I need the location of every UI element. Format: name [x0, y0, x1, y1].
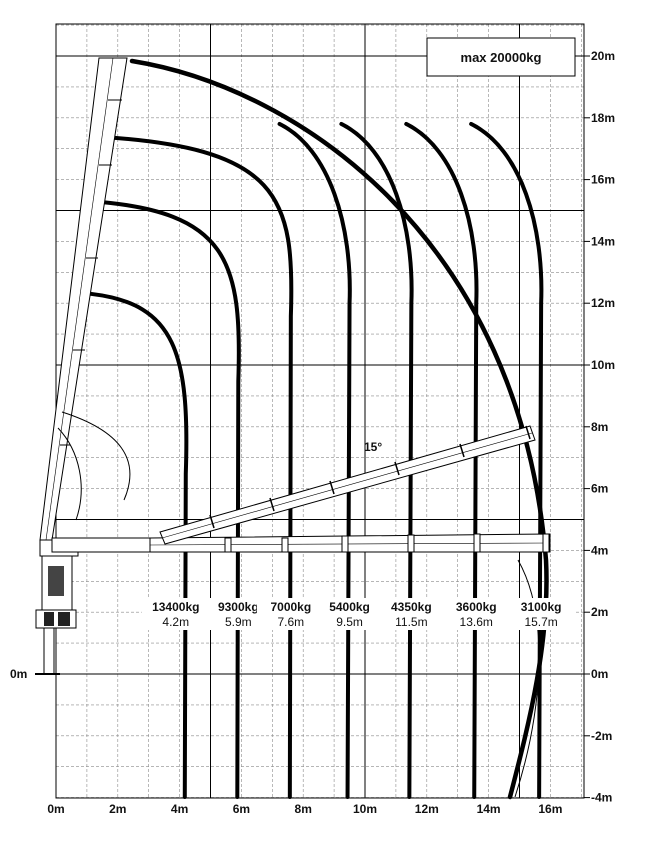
- y-tick-label-left: 0m: [10, 667, 27, 681]
- outer-envelope-curve: [129, 58, 549, 800]
- capacity-reach-label: 7.6m: [277, 615, 304, 629]
- capacity-reach-label: 11.5m: [395, 615, 427, 629]
- capacity-reach-label: 4.2m: [162, 615, 189, 629]
- x-tick-label: 12m: [415, 802, 439, 816]
- x-tick-label: 2m: [109, 802, 126, 816]
- capacity-reach-label: 15.7m: [524, 615, 557, 629]
- x-axis-ticks: 0m 2m 4m 6m 8m 10m 12m 14m 16m: [47, 802, 562, 816]
- capacity-load-label: 9300kg: [218, 600, 259, 614]
- max-load-box: max 20000kg: [426, 37, 576, 77]
- boom-angle-label: 15°: [364, 440, 382, 454]
- capacity-curves: [89, 58, 549, 800]
- capacity-load-label: 13400kg: [152, 600, 199, 614]
- x-tick-label: 0m: [47, 802, 64, 816]
- y-tick-label: -2m: [591, 729, 612, 743]
- y-tick-label: 6m: [591, 482, 608, 496]
- y-tick-label: 16m: [591, 173, 615, 187]
- capacity-curve: [404, 121, 479, 799]
- capacity-curve: [339, 121, 414, 799]
- y-tick-label: -4m: [591, 791, 612, 805]
- angled-boom-icon: [159, 425, 536, 545]
- horizontal-boom-icon: [51, 533, 551, 553]
- capacity-reach-label: 13.6m: [460, 615, 493, 629]
- capacity-curve: [89, 291, 189, 799]
- y-tick-label: 12m: [591, 296, 615, 310]
- capacity-load-label: 3100kg: [521, 600, 562, 614]
- capacity-curve: [89, 134, 294, 799]
- capacity-label-bg: [256, 598, 325, 630]
- x-tick-label: 6m: [233, 802, 250, 816]
- capacity-curve: [89, 199, 241, 799]
- y-tick-label: 4m: [591, 543, 608, 557]
- capacity-label-bg: [377, 598, 446, 630]
- capacity-load-label: 5400kg: [329, 600, 370, 614]
- capacity-label-bg: [442, 598, 511, 630]
- y-tick-label: 0m: [591, 667, 608, 681]
- x-tick-label: 10m: [353, 802, 377, 816]
- capacity-label-bg: [507, 598, 576, 630]
- x-tick-label: 8m: [295, 802, 312, 816]
- capacity-load-label: 7000kg: [270, 600, 311, 614]
- capacity-curve: [469, 121, 544, 799]
- x-tick-label: 14m: [477, 802, 501, 816]
- y-tick-label: 14m: [591, 234, 615, 248]
- capacity-load-label: 3600kg: [456, 600, 497, 614]
- raised-boom-icon: [39, 57, 131, 541]
- max-load-label: max 20000kg: [461, 50, 542, 65]
- capacity-curve: [277, 121, 352, 799]
- x-tick-label: 4m: [171, 802, 188, 816]
- capacity-reach-label: 9.5m: [336, 615, 363, 629]
- capacity-load-label: 4350kg: [391, 600, 432, 614]
- capacity-reach-label: 5.9m: [225, 615, 252, 629]
- capacity-label-bg: [141, 598, 210, 630]
- x-tick-label: 16m: [538, 802, 562, 816]
- capacity-label-bg: [315, 598, 384, 630]
- crane-drawing: [35, 57, 551, 675]
- y-tick-label: 2m: [591, 605, 608, 619]
- y-axis-ticks: 20m 18m 16m 14m 12m 10m 8m 6m 4m 2m 0m 0m -2m -4m: [10, 49, 615, 805]
- y-tick-label: 8m: [591, 420, 608, 434]
- y-tick-label: 10m: [591, 358, 615, 372]
- y-tick-label: 18m: [591, 111, 615, 125]
- y-tick-label: 20m: [591, 49, 615, 63]
